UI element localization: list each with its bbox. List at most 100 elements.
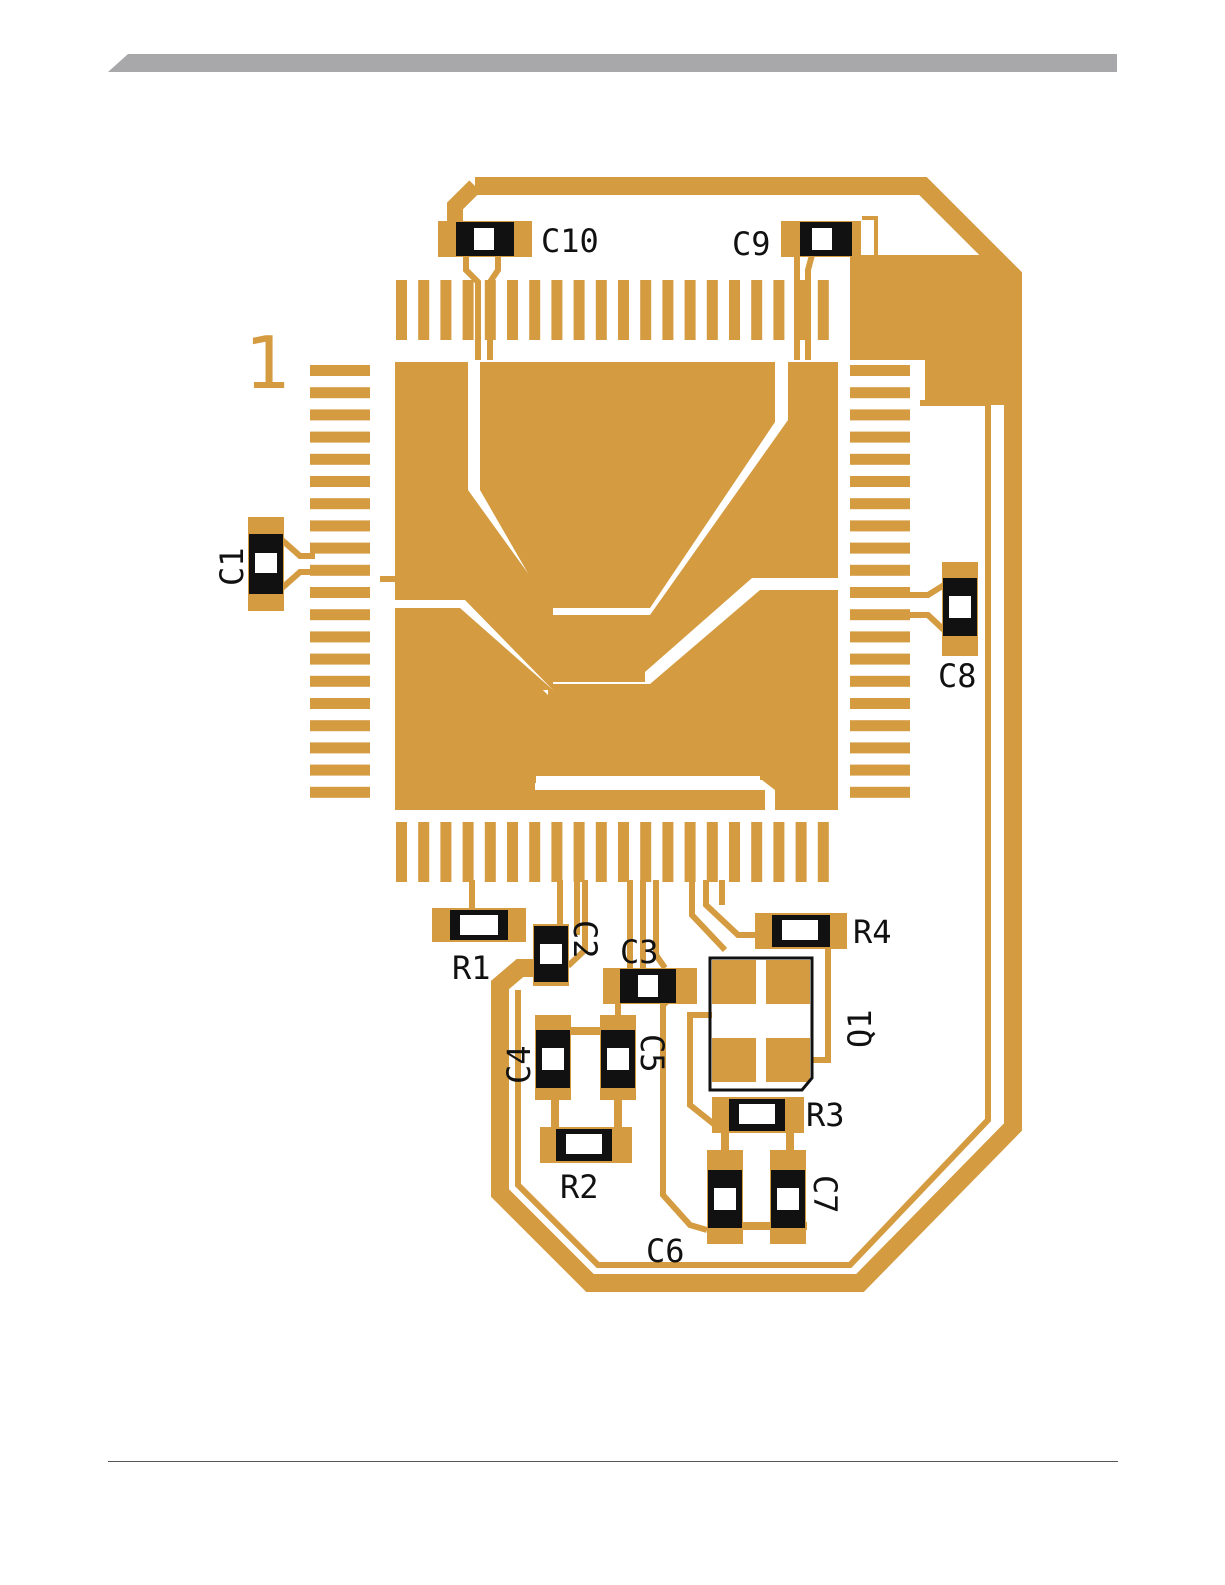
label-c10: C10 [541, 222, 599, 260]
bottom-pins-3 [463, 822, 474, 882]
pour-gaps [536, 776, 760, 786]
bottom-pins-4 [485, 822, 496, 882]
label-c6: C6 [646, 1232, 685, 1270]
left-pins-4 [310, 454, 370, 465]
label-c2: C2 [566, 920, 604, 959]
bottom-pins-14 [707, 822, 718, 882]
c9-body [800, 222, 852, 256]
top-pins-17 [773, 280, 784, 340]
top-pins-2 [440, 280, 451, 340]
ic-top-pins [396, 280, 829, 340]
r2-body [556, 1129, 612, 1161]
ic-ground-pour [380, 362, 838, 810]
bottom-pins-0 [396, 822, 407, 882]
bottom-pins-11 [640, 822, 651, 882]
bottom-pins-1 [418, 822, 429, 882]
left-pins-12 [310, 631, 370, 642]
left-pins-16 [310, 720, 370, 731]
right-pins-2 [850, 409, 910, 420]
ic-bottom-pins [396, 822, 829, 882]
right-pins-9 [850, 565, 910, 576]
c5-body [601, 1030, 635, 1088]
top-pins-13 [685, 280, 696, 340]
bottom-pins-15 [729, 822, 740, 882]
right-pins-12 [850, 631, 910, 642]
left-pins-19 [310, 787, 370, 798]
top-pins-0 [396, 280, 407, 340]
label-r4: R4 [853, 913, 892, 951]
bottom-pins-13 [685, 822, 696, 882]
right-pins-18 [850, 765, 910, 776]
c7-body [771, 1170, 805, 1228]
left-pins-5 [310, 476, 370, 487]
top-pins-14 [707, 280, 718, 340]
right-pins-16 [850, 720, 910, 731]
top-pins-11 [640, 280, 651, 340]
left-pins-8 [310, 543, 370, 554]
label-c3: C3 [620, 933, 659, 971]
left-pins-10 [310, 587, 370, 598]
right-pins-15 [850, 698, 910, 709]
left-pins-0 [310, 365, 370, 376]
top-pins-6 [529, 280, 540, 340]
top-pins-19 [818, 280, 829, 340]
bottom-pins-18 [796, 822, 807, 882]
top-pins-16 [751, 280, 762, 340]
right-pins-5 [850, 476, 910, 487]
right-pins-8 [850, 543, 910, 554]
left-pins-17 [310, 742, 370, 753]
c8-body [943, 578, 977, 636]
label-c4: C4 [500, 1045, 538, 1084]
bottom-pins-8 [574, 822, 585, 882]
label-r3: R3 [806, 1096, 845, 1134]
top-pins-8 [574, 280, 585, 340]
label-c8: C8 [938, 657, 977, 695]
right-pins-13 [850, 654, 910, 665]
label-r1: R1 [452, 949, 491, 987]
top-pins-12 [662, 280, 673, 340]
label-c5: C5 [633, 1034, 671, 1073]
top-pins-10 [618, 280, 629, 340]
label-q1: Q1 [841, 1009, 879, 1048]
right-pins-4 [850, 454, 910, 465]
left-pins-11 [310, 609, 370, 620]
bottom-pins-10 [618, 822, 629, 882]
power-pour-top-right [850, 255, 1005, 405]
left-pins-6 [310, 498, 370, 509]
left-pins-1 [310, 387, 370, 398]
right-pins-6 [850, 498, 910, 509]
top-pins-5 [507, 280, 518, 340]
c1-body [249, 534, 283, 594]
bottom-pins-7 [551, 822, 562, 882]
label-c9: C9 [732, 225, 771, 263]
label-c1: C1 [213, 547, 251, 586]
left-pins-3 [310, 432, 370, 443]
left-pins-18 [310, 765, 370, 776]
top-pins-7 [551, 280, 562, 340]
top-pins-9 [596, 280, 607, 340]
ic-left-pins [310, 365, 370, 798]
c3-body [620, 969, 676, 1003]
r4-body [772, 915, 830, 947]
bottom-pins-19 [818, 822, 829, 882]
left-pins-9 [310, 565, 370, 576]
bottom-pins-2 [440, 822, 451, 882]
bottom-pins-17 [773, 822, 784, 882]
left-pins-7 [310, 520, 370, 531]
right-pins-3 [850, 432, 910, 443]
top-pins-3 [463, 280, 474, 340]
bottom-pins-12 [662, 822, 673, 882]
ic-right-pins [850, 365, 910, 798]
bottom-pins-6 [529, 822, 540, 882]
top-pins-1 [418, 280, 429, 340]
left-pins-14 [310, 676, 370, 687]
label-c7: C7 [806, 1175, 844, 1214]
right-pins-7 [850, 520, 910, 531]
pin1-marker: 1 [245, 321, 291, 405]
right-pins-14 [850, 676, 910, 687]
bottom-pins-16 [751, 822, 762, 882]
c2-body [534, 926, 568, 982]
r3-body [729, 1099, 785, 1131]
left-pins-15 [310, 698, 370, 709]
